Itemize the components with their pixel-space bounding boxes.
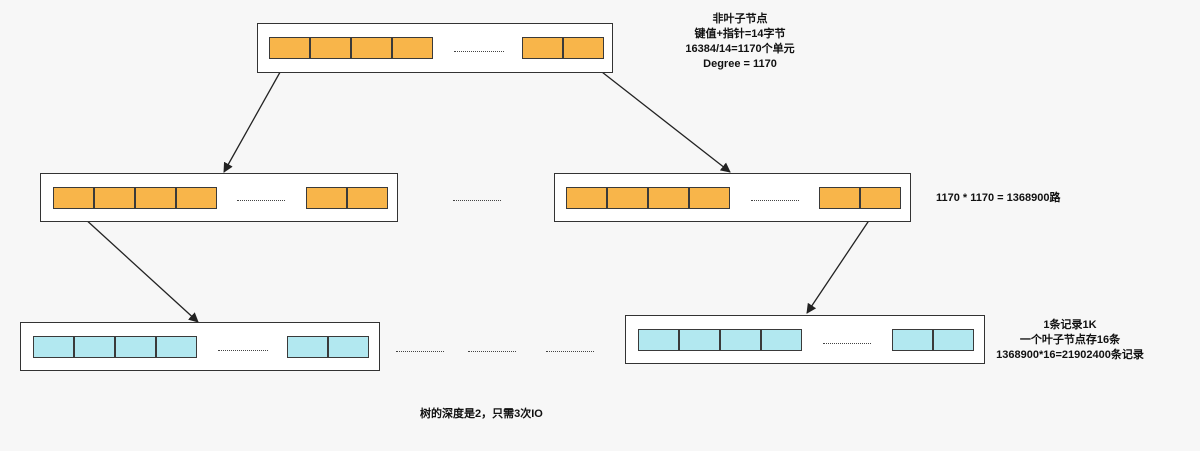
record-cell xyxy=(761,329,802,351)
leaf-note-line3: 1368900*16=21902400条记录 xyxy=(996,349,1144,361)
record-cell xyxy=(156,336,197,358)
arrow-left-child-to-left-leaf xyxy=(71,206,199,323)
arrow-root-to-left-child xyxy=(223,57,289,173)
key-cell xyxy=(53,187,94,209)
right-child-node xyxy=(554,173,911,222)
left-leaf-node xyxy=(20,322,380,371)
root-node xyxy=(257,23,613,73)
record-cell xyxy=(287,336,328,358)
paths-note: 1170 * 1170 = 1368900路 xyxy=(936,192,1061,204)
key-cell xyxy=(607,187,648,209)
record-cell xyxy=(720,329,761,351)
nonleaf-note-line3: 16384/14=1170个单元 xyxy=(685,43,795,55)
leaf-note-line1: 1条记录1K xyxy=(1043,319,1097,331)
ellipsis-dots xyxy=(454,41,504,52)
right-leaf-node xyxy=(625,315,985,364)
key-cell xyxy=(94,187,135,209)
key-cell xyxy=(176,187,217,209)
ellipsis-dots xyxy=(751,190,799,201)
key-cell xyxy=(689,187,730,209)
key-cell xyxy=(306,187,347,209)
record-cell xyxy=(33,336,74,358)
key-cell xyxy=(566,187,607,209)
record-cell xyxy=(328,336,369,358)
key-cell xyxy=(563,37,604,59)
key-cell xyxy=(135,187,176,209)
record-cell xyxy=(638,329,679,351)
ellipsis-dots xyxy=(546,341,594,352)
nonleaf-note-line1: 非叶子节点 xyxy=(712,13,768,25)
ellipsis-dots xyxy=(396,341,444,352)
key-cell xyxy=(819,187,860,209)
ellipsis-dots xyxy=(823,333,871,344)
nonleaf-note: 非叶子节点 键值+指针=14字节 16384/14=1170个单元 Degree… xyxy=(650,12,830,72)
record-cell xyxy=(892,329,933,351)
left-child-node xyxy=(40,173,398,222)
arrow-right-child-to-right-leaf xyxy=(806,206,879,314)
record-cell xyxy=(74,336,115,358)
leaf-note: 1条记录1K 一个叶子节点存16条 1368900*16=21902400条记录 xyxy=(990,318,1150,363)
key-cell xyxy=(269,37,310,59)
arrow-root-to-right-child xyxy=(583,57,731,173)
ellipsis-dots xyxy=(237,190,285,201)
key-cell xyxy=(310,37,351,59)
ellipsis-dots xyxy=(218,340,268,351)
record-cell xyxy=(933,329,974,351)
key-cell xyxy=(522,37,563,59)
record-cell xyxy=(679,329,720,351)
nonleaf-note-line4: Degree = 1170 xyxy=(703,58,777,70)
key-cell xyxy=(392,37,433,59)
depth-note: 树的深度是2，只需3次IO xyxy=(420,408,543,420)
key-cell xyxy=(347,187,388,209)
record-cell xyxy=(115,336,156,358)
leaf-note-line2: 一个叶子节点存16条 xyxy=(1019,334,1121,346)
key-cell xyxy=(648,187,689,209)
ellipsis-dots xyxy=(453,190,501,201)
nonleaf-note-line2: 键值+指针=14字节 xyxy=(694,28,786,40)
key-cell xyxy=(860,187,901,209)
ellipsis-dots xyxy=(468,341,516,352)
key-cell xyxy=(351,37,392,59)
